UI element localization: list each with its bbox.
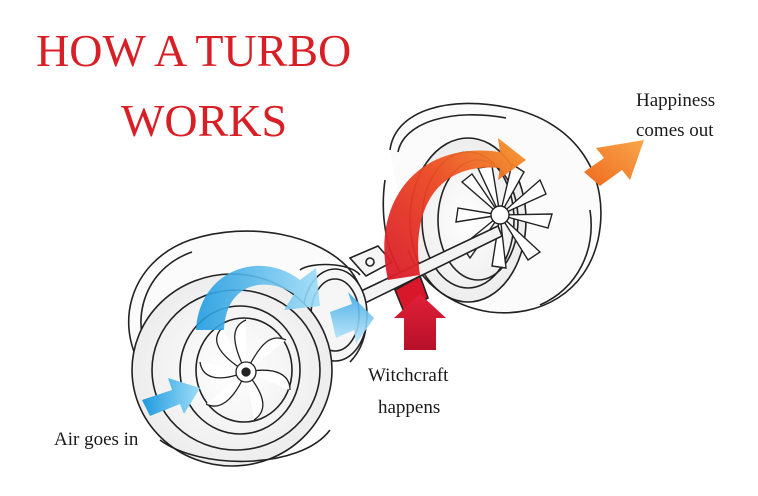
exhaust-flow-arrow (384, 138, 526, 280)
happiness-label-line-1: Happiness (636, 90, 716, 111)
intake-flow-arrow (196, 265, 320, 330)
air-in-arrow (142, 378, 200, 416)
witchcraft-label-line-1: Witchcraft (368, 365, 449, 386)
title-line-2: WORKS (121, 95, 288, 146)
outlet-flow-arrow (330, 292, 374, 344)
witchcraft-arrow (394, 294, 446, 350)
compressor-wheel (199, 319, 291, 421)
title-line-1: HOW A TURBO (36, 25, 352, 76)
happiness-out-arrow (584, 140, 644, 186)
compressor-housing (128, 230, 368, 467)
witchcraft-label-line-2: happens (378, 397, 441, 418)
happiness-label-line-2: comes out (636, 120, 714, 141)
air-in-label: Air goes in (54, 429, 139, 450)
